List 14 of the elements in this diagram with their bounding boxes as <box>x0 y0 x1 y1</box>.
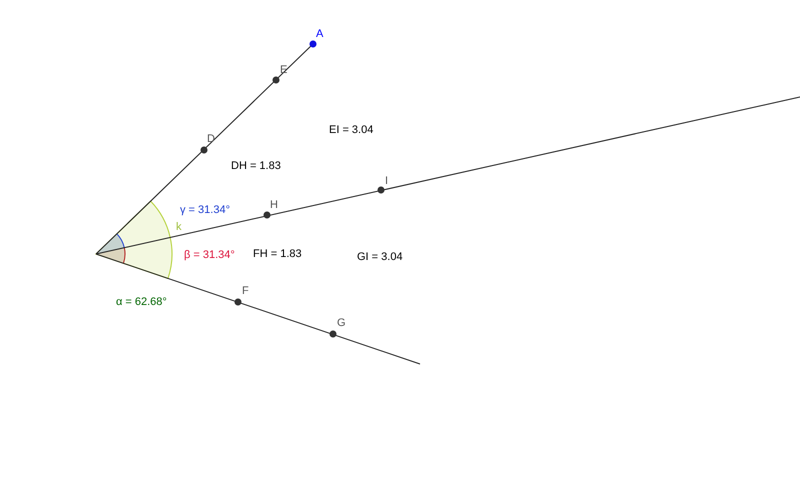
point-label: k <box>176 221 182 234</box>
point-label: EI = 3.04 <box>329 124 374 137</box>
point-label: G <box>337 317 346 330</box>
point-label: GI = 3.04 <box>357 251 403 264</box>
point-label: D <box>207 133 215 146</box>
point-label: β = 31.34° <box>184 249 235 262</box>
point-label: A <box>316 28 324 41</box>
point-label: DH = 1.83 <box>231 160 281 173</box>
point-label: α = 62.68° <box>116 296 167 309</box>
point-label: H <box>270 199 278 212</box>
point-label: γ = 31.34° <box>180 204 230 217</box>
point-label: FH = 1.83 <box>253 248 302 261</box>
point-label: I <box>385 175 388 188</box>
point-label: F <box>242 285 249 298</box>
